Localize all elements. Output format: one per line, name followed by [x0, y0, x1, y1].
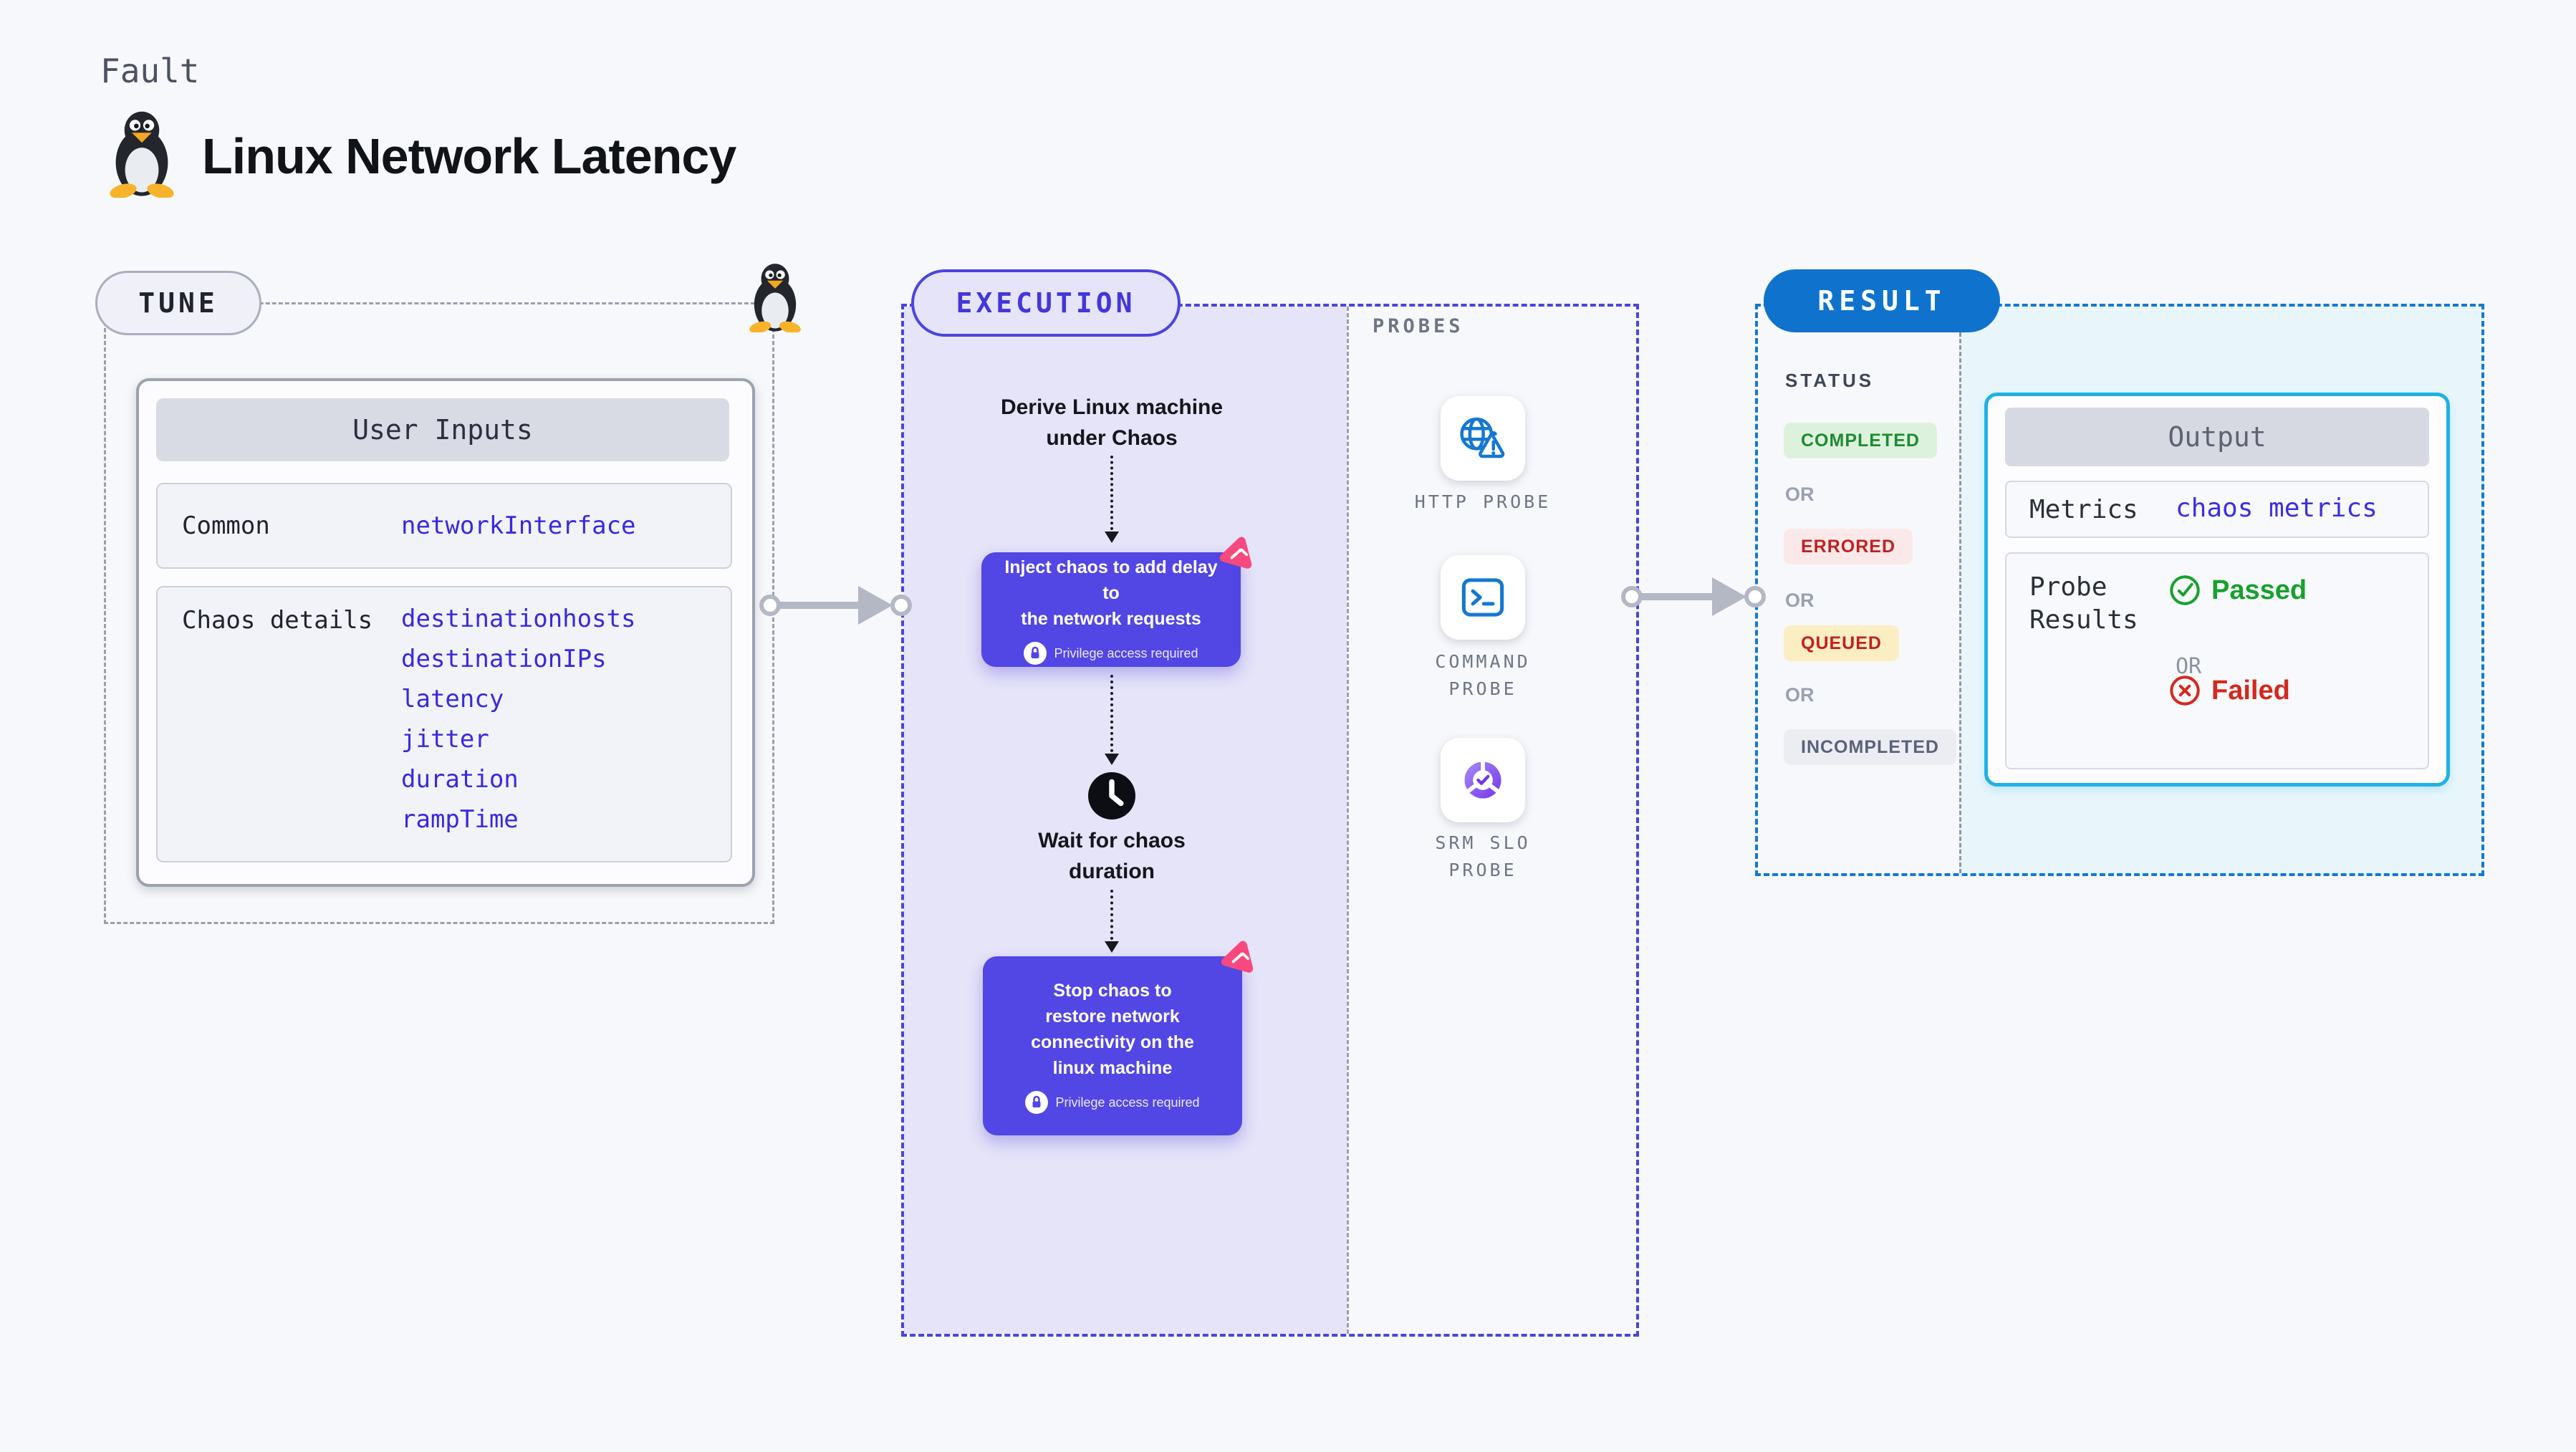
output-card: Output Metrics chaos metrics Probe Resul…: [1984, 393, 2450, 787]
status-badge-queued: QUEUED: [1784, 625, 1899, 661]
inject-chaos-node: Inject chaos to add delay to the network…: [981, 552, 1241, 667]
http-probe-label: HTTP PROBE: [1414, 491, 1552, 512]
derive-step-label: Derive Linux machine under Chaos: [1000, 395, 1224, 450]
page-title: Linux Network Latency: [202, 128, 736, 184]
probe-results-row: Probe Results Passed OR: [2005, 552, 2429, 769]
input-row-chaos-details: Chaos details destinationhosts destinati…: [156, 586, 732, 862]
lock-icon: [1025, 1091, 1049, 1114]
status-badge-errored: ERRORED: [1784, 529, 1913, 564]
srm-slo-probe-card: [1441, 738, 1525, 822]
flow-dotted-arrow: [1105, 941, 1119, 953]
status-or: OR: [1785, 484, 1815, 505]
chaos-pink-icon: [1219, 537, 1252, 569]
user-inputs-header: User Inputs: [156, 398, 729, 461]
fault-kicker: Fault: [100, 52, 200, 90]
stop-chaos-node: Stop chaos to restore network connectivi…: [983, 956, 1242, 1135]
srm-slo-probe-label: SRM SLO PROBE: [1435, 832, 1531, 880]
execution-section-box: [901, 304, 1639, 1337]
globe-alert-icon: [1460, 417, 1505, 458]
connector-endpoint: [1744, 586, 1766, 607]
output-or: OR: [2176, 654, 2202, 679]
flow-dotted-arrow: [1105, 754, 1119, 765]
x-circle-icon: [2170, 675, 2200, 706]
connector-endpoint: [759, 595, 781, 616]
input-row-label: Chaos details: [182, 606, 373, 635]
input-value: networkInterface: [401, 511, 636, 540]
command-probe-label: COMMAND PROBE: [1435, 651, 1531, 699]
metrics-row: Metrics chaos metrics: [2005, 481, 2429, 538]
probe-results-label: Probe Results: [2029, 572, 2138, 635]
failed-verdict: Failed: [2168, 674, 2290, 707]
flow-dotted-line: [1110, 456, 1113, 530]
lock-icon: [1024, 642, 1047, 665]
flow-dotted-arrow: [1105, 532, 1119, 543]
inject-chaos-label: Inject chaos to add delay to the network…: [1004, 557, 1218, 629]
flow-arrow-head: [1712, 577, 1746, 616]
clock-icon: [1088, 772, 1135, 819]
privilege-label: Privilege access required: [1054, 645, 1198, 660]
metrics-label: Metrics: [2029, 495, 2138, 524]
privilege-label: Privilege access required: [1055, 1095, 1200, 1110]
output-header: Output: [2005, 408, 2429, 466]
execution-lane: [904, 307, 1347, 1334]
flow-arrow-line: [1638, 593, 1716, 600]
failed-label: Failed: [2211, 675, 2290, 706]
input-row-label: Common: [182, 511, 270, 540]
check-circle-icon: [2170, 575, 2200, 605]
passed-verdict: Passed: [2168, 574, 2307, 607]
status-title: STATUS: [1785, 370, 1875, 391]
flow-arrow-head: [858, 586, 893, 625]
chaos-pink-icon: [1221, 941, 1254, 973]
status-badge-completed: COMPLETED: [1784, 423, 1937, 458]
privilege-row: Privilege access required: [1025, 1091, 1200, 1114]
passed-label: Passed: [2211, 574, 2307, 605]
status-badge-incompleted: INCOMPLETED: [1784, 729, 1956, 765]
metrics-value: chaos metrics: [2176, 494, 2378, 523]
command-probe-card: [1441, 555, 1525, 640]
probes-title: PROBES: [1373, 315, 1464, 337]
terminal-icon: [1461, 578, 1504, 617]
privilege-row: Privilege access required: [1024, 642, 1198, 665]
flow-arrow-line: [775, 602, 861, 609]
linux-tux-icon: [110, 111, 174, 198]
tune-badge: TUNE: [95, 271, 261, 335]
linux-tux-corner-icon: [749, 264, 801, 332]
flow-dotted-line: [1110, 675, 1113, 752]
http-probe-card: [1441, 396, 1525, 481]
stop-chaos-label: Stop chaos to restore network connectivi…: [1031, 981, 1194, 1078]
execution-badge: EXECUTION: [911, 269, 1181, 337]
connector-endpoint: [890, 595, 912, 616]
status-or: OR: [1785, 684, 1815, 706]
connector-endpoint: [1621, 586, 1643, 607]
result-lane-divider: [1959, 307, 1961, 873]
probes-lane-divider: [1347, 307, 1349, 1334]
input-row-common: Common networkInterface: [156, 483, 732, 569]
input-value-list: destinationhosts destinationIPs latency …: [401, 605, 636, 834]
result-badge: RESULT: [1764, 269, 2000, 332]
status-or: OR: [1785, 590, 1815, 611]
slo-donut-icon: [1464, 760, 1501, 799]
flow-dotted-line: [1110, 890, 1113, 940]
wait-step-label: Wait for chaos duration: [1038, 829, 1186, 883]
